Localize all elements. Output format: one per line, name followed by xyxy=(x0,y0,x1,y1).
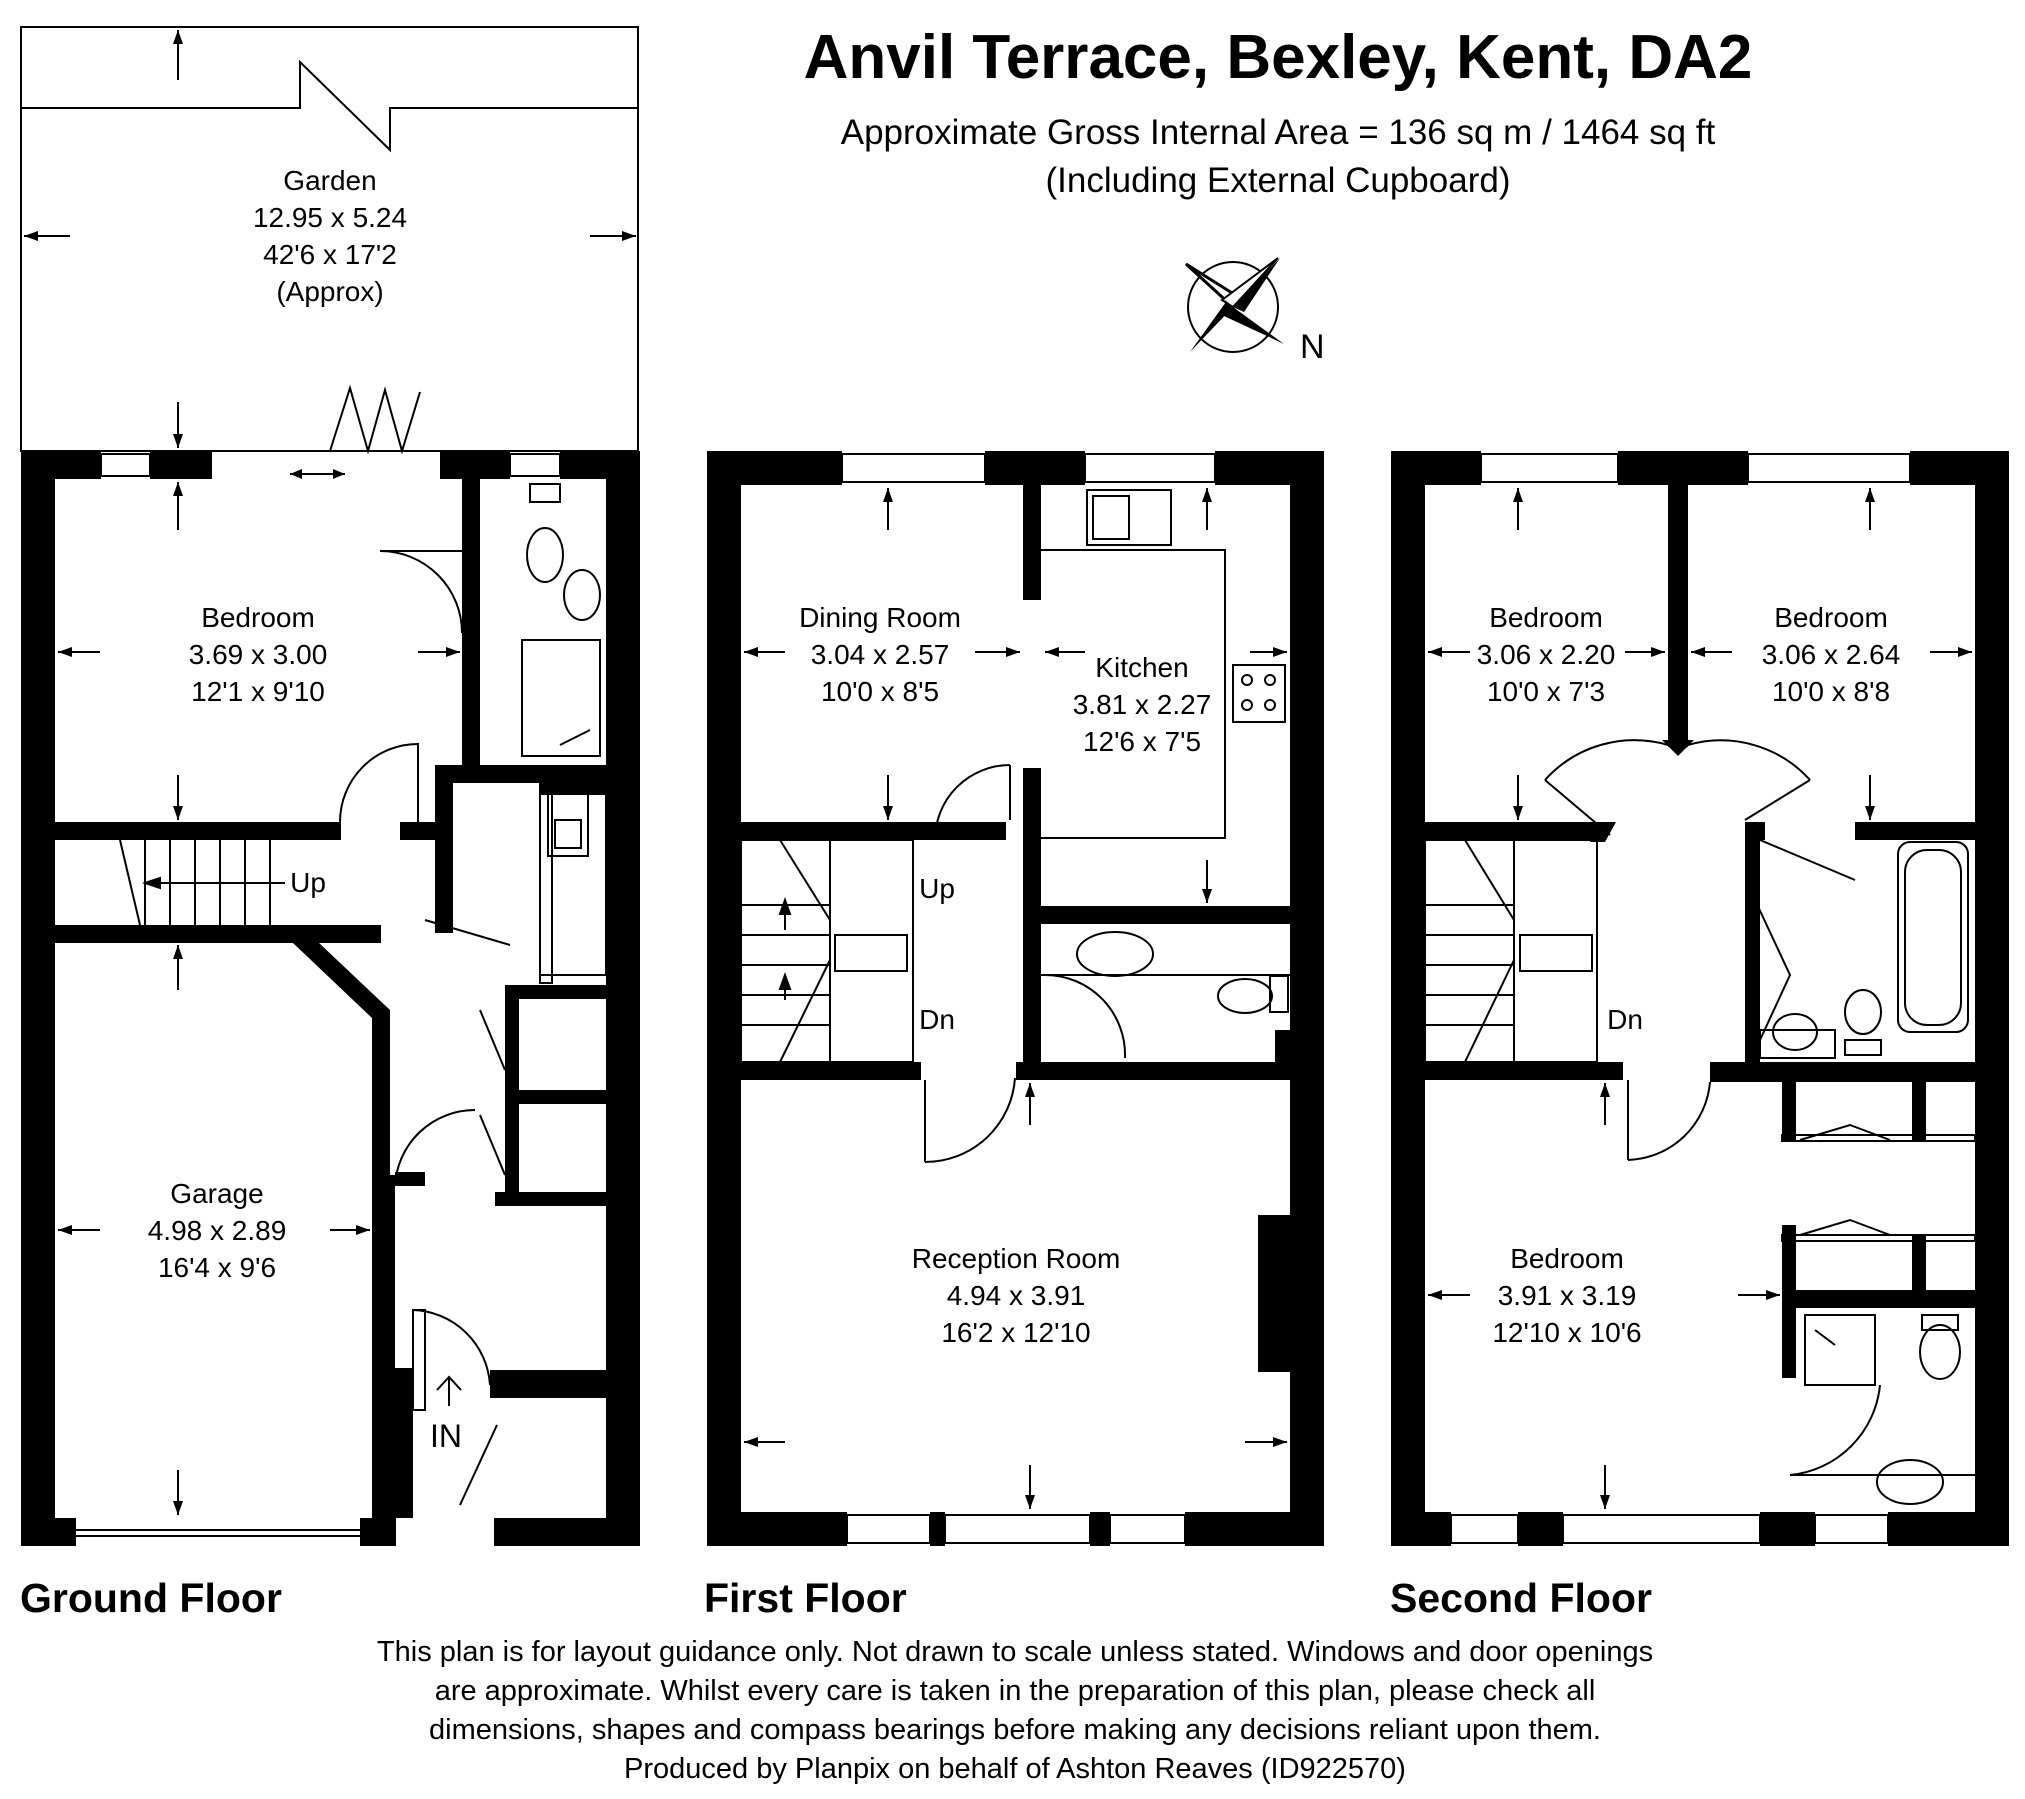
kitchen-name: Kitchen xyxy=(1095,652,1188,683)
garage-imperial: 16'4 x 9'6 xyxy=(158,1252,276,1283)
reception-room-name: Reception Room xyxy=(912,1243,1121,1274)
garden-outline xyxy=(20,26,639,452)
area-note: (Including External Cupboard) xyxy=(1046,161,1511,200)
sf-bedroom-main-name: Bedroom xyxy=(1510,1243,1624,1274)
disclaimer-line-1: This plan is for layout guidance only. N… xyxy=(377,1636,1653,1668)
compass-north-label: N xyxy=(1300,328,1325,366)
garden-name: Garden xyxy=(283,165,376,196)
garage-metric: 4.98 x 2.89 xyxy=(148,1215,287,1246)
first-floor-stairs xyxy=(740,839,914,1063)
garden-note: (Approx) xyxy=(276,276,383,307)
second-floor-label: Second Floor xyxy=(1390,1575,1652,1621)
garden-imperial: 42'6 x 17'2 xyxy=(263,239,397,270)
gf-bedroom-name: Bedroom xyxy=(201,602,315,633)
compass-icon xyxy=(1184,257,1284,353)
ff-stairs-down-label: Dn xyxy=(919,1004,955,1035)
ground-stairs xyxy=(119,839,285,926)
disclaimer-line-4: Produced by Planpix on behalf of Ashton … xyxy=(624,1753,1406,1785)
ground-floor-label: Ground Floor xyxy=(20,1575,282,1621)
first-floor-plan: Dining Room 3.04 x 2.57 10'0 x 8'5 Kitch… xyxy=(707,451,1324,1546)
reception-room-imperial: 16'2 x 12'10 xyxy=(941,1317,1090,1348)
sf-bedroom-main-imperial: 12'10 x 10'6 xyxy=(1492,1317,1641,1348)
sf-bedroom-left-name: Bedroom xyxy=(1489,602,1603,633)
first-floor-label: First Floor xyxy=(704,1575,907,1621)
kitchen-imperial: 12'6 x 7'5 xyxy=(1083,726,1201,757)
garden-break-line xyxy=(21,59,638,153)
sf-bedroom-left-metric: 3.06 x 2.20 xyxy=(1477,639,1616,670)
dining-room-imperial: 10'0 x 8'5 xyxy=(821,676,939,707)
second-floor-stairs xyxy=(1424,839,1598,1063)
sf-bedroom-right-name: Bedroom xyxy=(1774,602,1888,633)
ff-stairs-up-label: Up xyxy=(919,873,955,904)
ground-floor-plan: Garden 12.95 x 5.24 42'6 x 17'2 (Approx)… xyxy=(20,26,640,1546)
disclaimer-line-3: dimensions, shapes and compass bearings … xyxy=(429,1714,1601,1746)
bifold-door xyxy=(329,384,421,455)
area-summary: Approximate Gross Internal Area = 136 sq… xyxy=(841,113,1716,152)
gf-stairs-up-label: Up xyxy=(290,867,326,898)
sf-stairs-down-label: Dn xyxy=(1607,1004,1643,1035)
sf-bedroom-right-metric: 3.06 x 2.64 xyxy=(1762,639,1901,670)
gf-bedroom-metric: 3.69 x 3.00 xyxy=(189,639,328,670)
garage-name: Garage xyxy=(170,1178,263,1209)
gf-bedroom-imperial: 12'1 x 9'10 xyxy=(191,676,325,707)
reception-room-metric: 4.94 x 3.91 xyxy=(947,1280,1086,1311)
second-floor-plan: Bedroom 3.06 x 2.20 10'0 x 7'3 Bedroom 3… xyxy=(1391,451,2009,1546)
sf-bedroom-right-imperial: 10'0 x 8'8 xyxy=(1772,676,1890,707)
sf-bedroom-left-imperial: 10'0 x 7'3 xyxy=(1487,676,1605,707)
dining-room-metric: 3.04 x 2.57 xyxy=(811,639,950,670)
disclaimer-line-2: are approximate. Whilst every care is ta… xyxy=(435,1675,1596,1707)
plan-title: Anvil Terrace, Bexley, Kent, DA2 xyxy=(804,23,1753,92)
entrance-label: IN xyxy=(430,1418,462,1454)
sf-bedroom-main-metric: 3.91 x 3.19 xyxy=(1498,1280,1637,1311)
garden-metric: 12.95 x 5.24 xyxy=(253,202,407,233)
kitchen-metric: 3.81 x 2.27 xyxy=(1073,689,1212,720)
dining-room-name: Dining Room xyxy=(799,602,961,633)
